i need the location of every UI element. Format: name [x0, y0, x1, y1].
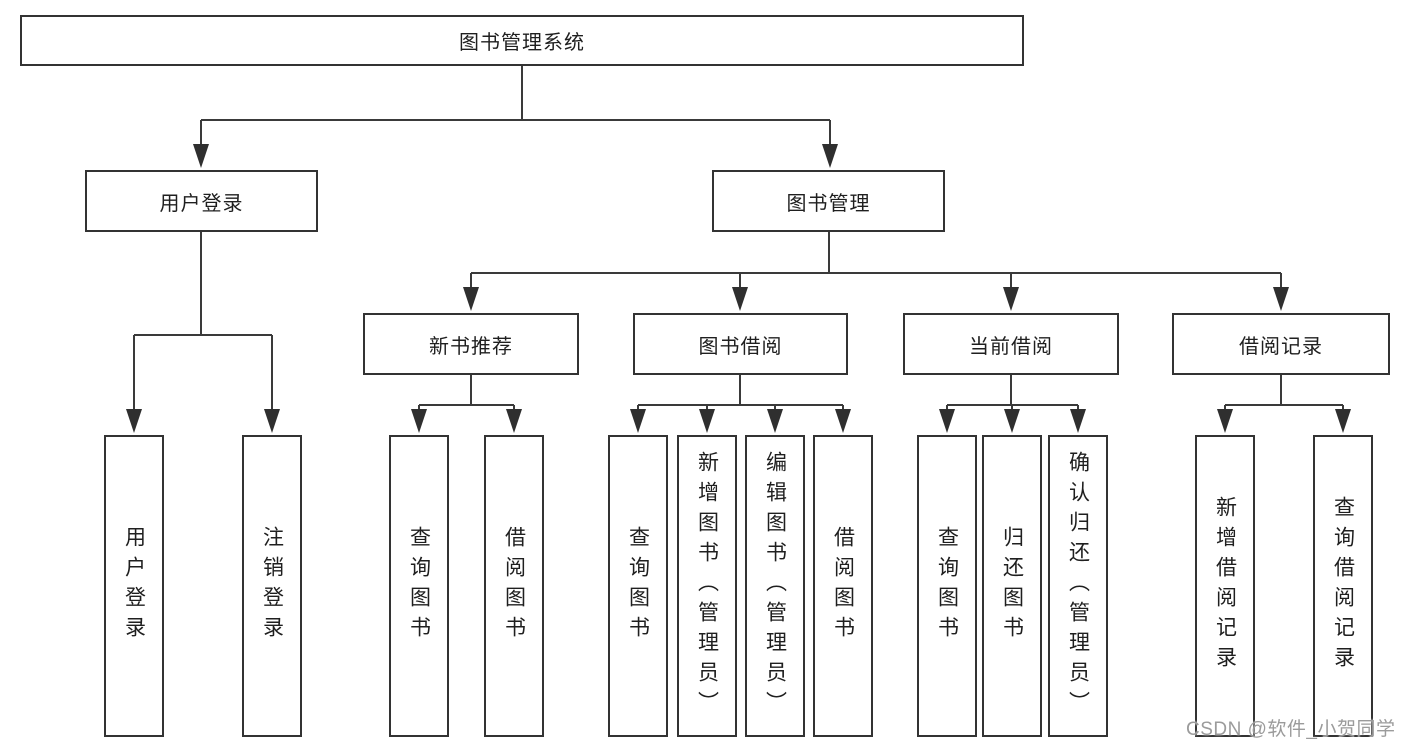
leaf-nbr-borrow-books: 借阅图书	[484, 435, 544, 737]
node-book-management: 图书管理	[712, 170, 945, 232]
leaf-nbr-query-books: 查询图书	[389, 435, 449, 737]
leaf-logout: 注销登录	[242, 435, 302, 737]
leaf-cb-return-books: 归还图书	[982, 435, 1042, 737]
node-user-login: 用户登录	[85, 170, 318, 232]
leaf-cb-query-books: 查询图书	[917, 435, 977, 737]
watermark: CSDN @软件_小贺同学	[1186, 719, 1396, 740]
node-current-borrowing: 当前借阅	[903, 313, 1119, 375]
node-borrowing-records: 借阅记录	[1172, 313, 1390, 375]
leaf-bb-borrow-books: 借阅图书	[813, 435, 873, 737]
leaf-user-login: 用户登录	[104, 435, 164, 737]
leaf-bb-add-books-admin: 新增图书（管理员）	[677, 435, 737, 737]
leaf-bb-edit-books-admin: 编辑图书（管理员）	[745, 435, 805, 737]
leaf-cb-confirm-return-admin: 确认归还（管理员）	[1048, 435, 1108, 737]
leaf-br-query-record: 查询借阅记录	[1313, 435, 1373, 737]
leaf-bb-query-books: 查询图书	[608, 435, 668, 737]
arrowheads	[126, 144, 1351, 433]
node-book-borrowing: 图书借阅	[633, 313, 848, 375]
node-library-system: 图书管理系统	[20, 15, 1024, 66]
leaf-br-add-record: 新增借阅记录	[1195, 435, 1255, 737]
node-new-book-recommendation: 新书推荐	[363, 313, 579, 375]
